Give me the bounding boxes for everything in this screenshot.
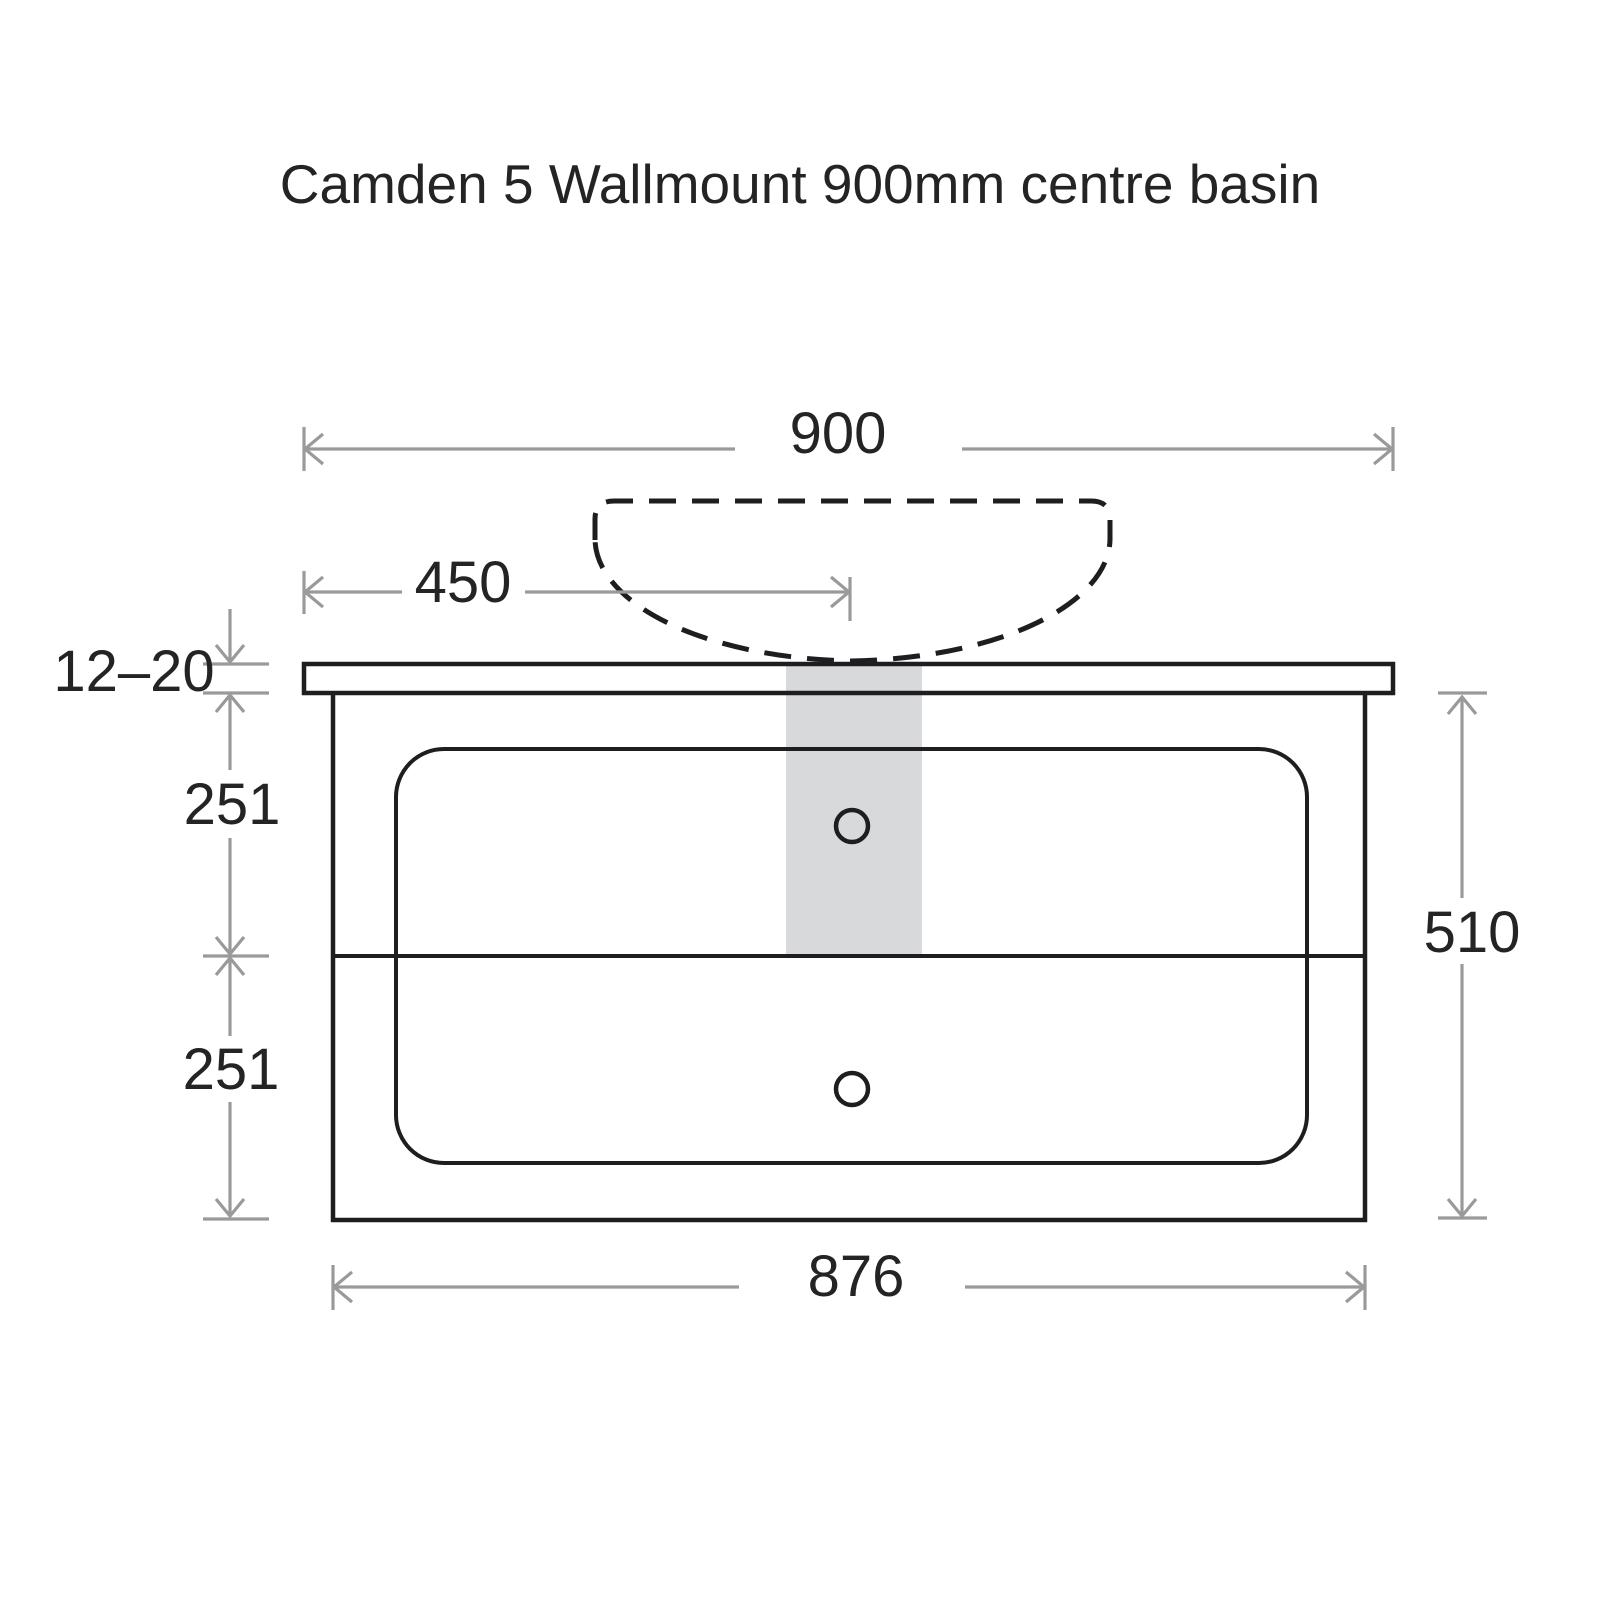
vanity-front-view	[301, 498, 1396, 1223]
arrow-left-icon	[302, 575, 325, 609]
bottom-drawer-knob	[833, 1070, 871, 1108]
dim-510-ticks	[1438, 691, 1487, 1220]
arrow-right-icon	[1372, 432, 1395, 466]
arrow-left-icon	[302, 432, 325, 466]
dim-top-drawer: 251	[184, 695, 281, 977]
arrow-right-icon	[829, 575, 852, 609]
arrow-down-icon	[1446, 1197, 1478, 1219]
basin-dashed-outline	[592, 498, 1113, 664]
dim-basin-centre-label: 450	[415, 550, 512, 615]
top-drawer-knob	[833, 807, 871, 845]
dim-cabinet-width-label: 876	[808, 1244, 905, 1309]
dim-basin-centre: 450	[302, 550, 852, 621]
benchtop	[301, 661, 1396, 696]
diagram-title: Camden 5 Wallmount 900mm centre basin	[279, 153, 1321, 215]
arrow-down-icon	[214, 643, 246, 665]
dim-bottom-drawer-label: 251	[183, 1037, 280, 1102]
dim-1220-ticks	[203, 662, 269, 695]
drawer-front-outline	[394, 747, 1309, 1165]
dim-top-drawer-label: 251	[184, 772, 281, 837]
arrow-right-icon	[1344, 1270, 1367, 1304]
dim-benchtop-thickness: 12–20	[53, 609, 269, 714]
dim-overall-width: 900	[302, 401, 1395, 471]
dim-bottom-drawer: 251	[183, 958, 280, 1221]
arrow-down-icon	[214, 1197, 246, 1219]
dim-cabinet-height-label: 510	[1424, 900, 1521, 965]
arrow-up-icon	[1446, 694, 1478, 716]
arrow-left-icon	[331, 1270, 354, 1304]
dim-overall-width-label: 900	[790, 401, 887, 466]
dim-cabinet-height: 510	[1424, 691, 1521, 1220]
dim-450-ticks	[302, 571, 852, 621]
dim-cabinet-width: 876	[331, 1244, 1367, 1310]
dim-benchtop-thickness-label: 12–20	[53, 639, 214, 704]
arrow-down-icon	[214, 935, 246, 957]
